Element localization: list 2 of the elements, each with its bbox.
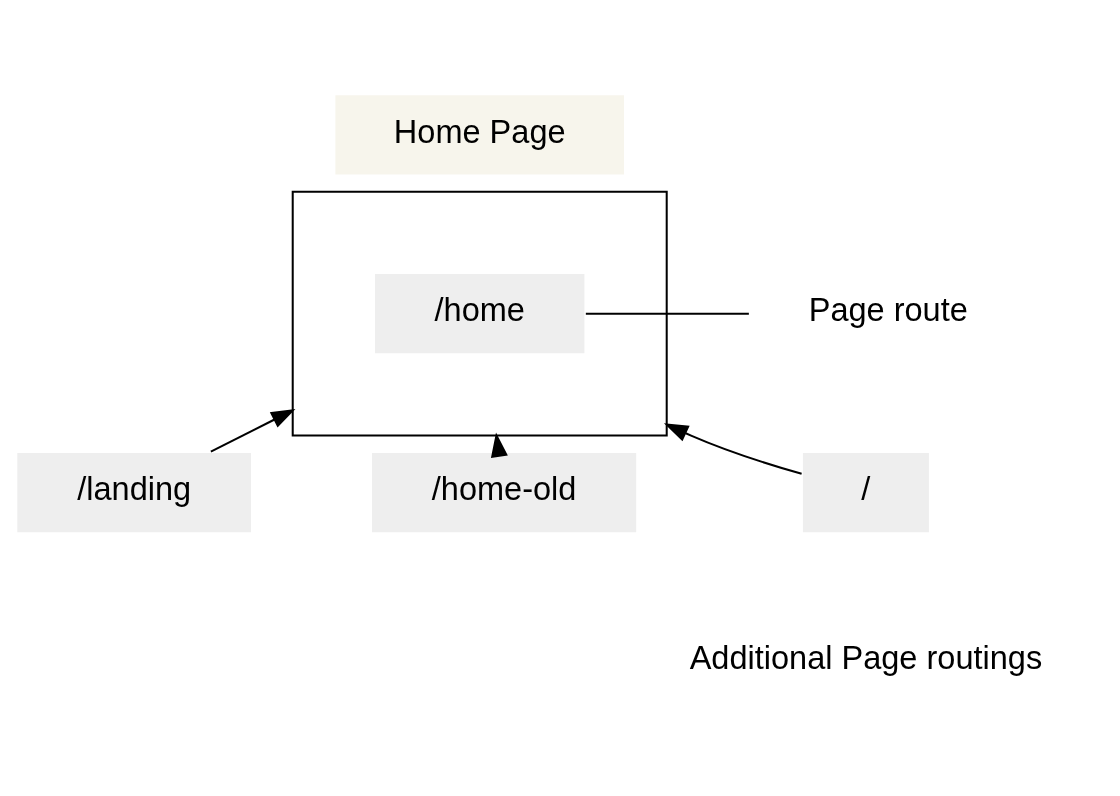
label: Additional Page routings: [689, 639, 1043, 676]
node-text: Page route: [808, 292, 968, 329]
